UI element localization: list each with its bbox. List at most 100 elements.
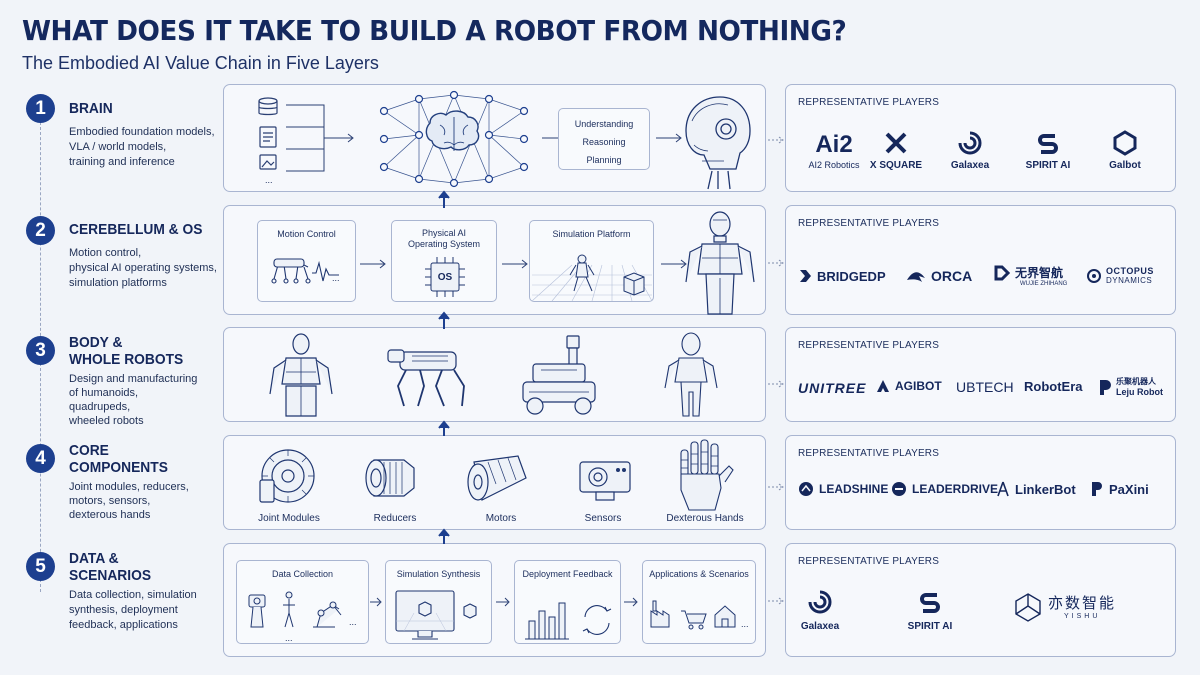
component-caption: Sensors — [584, 513, 622, 524]
player-logo-ai2: Ai2 AI2 Robotics — [808, 131, 860, 171]
deployment-feedback-box: Deployment Feedback — [514, 560, 621, 644]
data-collection-box: Data Collection ... ... — [236, 560, 369, 644]
robot-dog-icon — [271, 258, 339, 284]
x-square-icon — [885, 132, 907, 154]
player-logo-paxini: PaXini — [1090, 481, 1149, 497]
spirit-s-icon — [1038, 134, 1058, 154]
component-caption: Motors — [485, 513, 517, 524]
spirit-s-icon — [920, 593, 940, 613]
humanoid-icon — [269, 333, 333, 417]
layer-label-2: 2 CEREBELLUM & OS Motion control, physic… — [26, 216, 221, 291]
linkerbot-icon — [997, 481, 1009, 497]
connector-arrow — [768, 259, 784, 267]
players-panel-body: REPRESENTATIVE PLAYERS UNITREE AGIBOT UB… — [785, 327, 1176, 422]
arrow-icon — [360, 259, 386, 269]
layer-number-badge: 3 — [26, 336, 55, 365]
connector-arrow — [768, 380, 784, 388]
layer-name: CEREBELLUM & OS — [69, 221, 203, 238]
feedback-chart-icon — [525, 602, 612, 640]
players-panel-data: REPRESENTATIVE PLAYERS Galaxea SPIRIT AI… — [785, 543, 1176, 657]
player-logo-yishu: 亦数智能 YISHU — [1014, 592, 1116, 622]
up-arrow-icon — [438, 420, 450, 436]
layer-number-badge: 4 — [26, 444, 55, 473]
player-logo-linkerbot: LinkerBot — [996, 481, 1076, 497]
agibot-icon — [877, 380, 889, 392]
representative-players-label: REPRESENTATIVE PLAYERS — [798, 448, 940, 459]
player-logo-galbot: Galbot — [1095, 130, 1155, 171]
simulation-platform-box: Simulation Platform — [529, 220, 654, 302]
motor-icon — [467, 455, 527, 501]
paxini-icon — [1092, 482, 1102, 496]
reducer-icon — [365, 459, 415, 497]
connector-arrow — [768, 483, 784, 491]
arrow-icon — [661, 259, 687, 269]
player-logo-leadshine: LEADSHINE — [798, 481, 888, 497]
page-title: WHAT DOES IT TAKE TO BUILD A ROBOT FROM … — [22, 14, 847, 47]
arrow-icon — [502, 259, 528, 269]
os-chip-label: OS — [437, 272, 453, 283]
layer-name: BODY & WHOLE ROBOTS — [69, 334, 184, 368]
chip-icon — [425, 257, 465, 297]
player-logo-robotera: RobotEra — [1024, 379, 1083, 394]
octopus-icon — [1087, 269, 1101, 283]
leadshine-icon — [799, 482, 813, 496]
layer-name: CORE COMPONENTS — [69, 442, 168, 476]
player-logo-octopus: OCTOPUS DYNAMICS — [1086, 266, 1154, 285]
layer-label-3: 3 BODY & WHOLE ROBOTS Design and manufac… — [26, 334, 221, 428]
galbot-hex-icon — [1113, 130, 1137, 156]
input-arrows — [286, 104, 354, 172]
layer-number-badge: 1 — [26, 94, 55, 123]
layer-description: Joint modules, reducers, motors, sensors… — [69, 481, 189, 521]
applications-icons — [650, 600, 736, 630]
up-arrow-icon — [438, 311, 450, 329]
up-arrow-icon — [438, 190, 450, 208]
arrow-icon — [624, 597, 638, 607]
dexterous-hand-icon — [680, 439, 734, 511]
component-caption: Dexterous Hands — [666, 513, 744, 524]
android-robot-icon — [664, 332, 718, 417]
component-caption: Reducers — [373, 513, 417, 524]
neural-brain-icon — [379, 90, 529, 188]
data-collection-icons — [248, 591, 342, 628]
bridgedp-icon — [800, 270, 811, 282]
leju-icon — [1100, 380, 1111, 395]
data-panel: Data Collection ... ... Simulation Synth… — [223, 543, 766, 657]
player-logo-bridgedp: BRIDGEDP — [798, 268, 886, 284]
layer-name: DATA & SCENARIOS — [69, 550, 152, 584]
os-box: Physical AI Operating System OS — [391, 220, 497, 302]
galaxea-swirl-icon — [958, 131, 982, 155]
layer-number-badge: 2 — [26, 216, 55, 245]
applications-box: Applications & Scenarios ... — [642, 560, 756, 644]
monitor-icon — [395, 590, 477, 640]
components-panel: Joint Modules Reducers Motors Sensors — [223, 435, 766, 530]
representative-players-label: REPRESENTATIVE PLAYERS — [798, 556, 940, 567]
humanoid-robot-icon — [685, 211, 755, 315]
players-panel-components: REPRESENTATIVE PLAYERS LEADSHINE LEADERD… — [785, 435, 1176, 530]
layer-label-4: 4 CORE COMPONENTS Joint modules, reducer… — [26, 442, 221, 522]
galaxea-swirl-icon — [808, 590, 832, 614]
leaderdrive-icon — [892, 482, 906, 496]
layer-description: Design and manufacturing of humanoids, q… — [69, 373, 198, 427]
wheeled-robot-icon — [522, 335, 596, 415]
layer-name: BRAIN — [69, 100, 113, 117]
players-panel-cerebellum: REPRESENTATIVE PLAYERS BRIDGEDP ORCA 无界智… — [785, 205, 1176, 315]
component-caption: Joint Modules — [258, 513, 320, 524]
simulation-synthesis-box: Simulation Synthesis — [385, 560, 492, 644]
orca-icon — [907, 272, 925, 282]
sensor-icon — [579, 461, 631, 501]
brain-panel: ... Understanding Reasoning Planning — [223, 84, 766, 192]
representative-players-label: REPRESENTATIVE PLAYERS — [798, 218, 940, 229]
player-logo-leju: 乐聚机器人 Leju Robot — [1098, 376, 1163, 397]
layer-label-1: 1 BRAIN Embodied foundation models, VLA … — [26, 94, 221, 170]
arrow-icon — [656, 133, 682, 143]
simulation-grid-icon — [531, 254, 653, 302]
layer-description: Data collection, simulation synthesis, d… — [69, 589, 197, 631]
connector-arrow — [768, 136, 784, 144]
layer-description: Embodied foundation models, VLA / world … — [69, 126, 215, 168]
player-logo-galaxea: Galaxea — [790, 590, 850, 632]
yishu-cube-icon — [1015, 593, 1041, 622]
player-logo-spirit-ai: SPIRIT AI — [1018, 131, 1078, 171]
player-logo-orca: ORCA — [906, 268, 972, 284]
representative-players-label: REPRESENTATIVE PLAYERS — [798, 340, 940, 351]
motion-control-box: Motion Control ... — [257, 220, 356, 302]
